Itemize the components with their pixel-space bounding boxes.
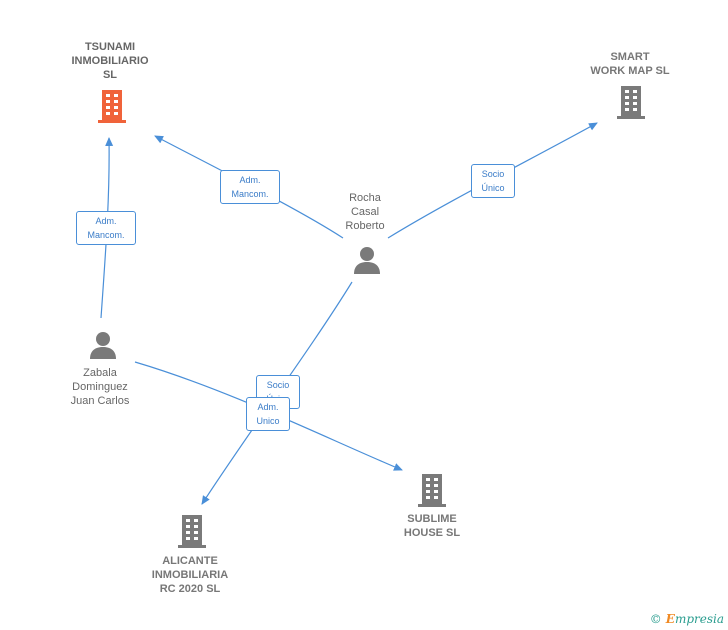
edge-label-zabala-tsunami[interactable]: Adm. Mancom.	[76, 211, 136, 245]
building-icon[interactable]	[416, 472, 448, 508]
brand-initial: E	[665, 612, 675, 626]
node-label-alicante: ALICANTE INMOBILIARIA RC 2020 SL	[151, 555, 229, 595]
edge-label-rocha-smart[interactable]: Socio Único	[471, 164, 515, 198]
copyright-icon: ©	[649, 612, 662, 626]
edge-label-zabala-sublime[interactable]: Adm. Unico	[246, 397, 290, 431]
building-icon[interactable]	[176, 513, 208, 549]
node-label-smart: SMART WORK MAP SL	[590, 51, 670, 77]
person-icon[interactable]	[88, 330, 118, 360]
building-icon[interactable]	[615, 84, 647, 120]
building-icon[interactable]	[96, 88, 128, 124]
brand-footer: ©Empresia	[650, 612, 724, 626]
edge-label-rocha-tsunami[interactable]: Adm. Mancom.	[220, 170, 280, 204]
brand-name: mpresia	[674, 612, 724, 626]
node-label-zabala: Zabala Dominguez Juan Carlos	[70, 367, 130, 407]
node-label-sublime: SUBLIME HOUSE SL	[403, 513, 461, 539]
person-icon[interactable]	[352, 245, 382, 275]
node-label-tsunami: TSUNAMI INMOBILIARIO SL	[71, 41, 149, 81]
node-label-rocha: Rocha Casal Roberto	[345, 192, 385, 232]
